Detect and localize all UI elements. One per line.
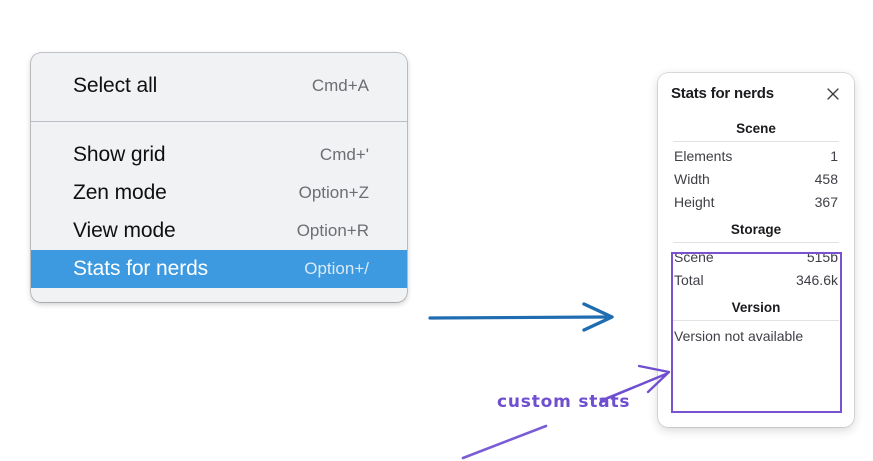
context-menu[interactable]: Select all Cmd+A Show grid Cmd+' Zen mod…: [31, 53, 407, 302]
section-heading-scene: Scene: [736, 121, 776, 136]
stat-row-storage-total: Total 346.6k: [671, 268, 841, 291]
menu-item-shortcut: Cmd+A: [311, 76, 369, 95]
menu-group-2: Show grid Cmd+' Zen mode Option+Z View m…: [31, 122, 407, 302]
stat-row-elements: Elements 1: [671, 144, 841, 167]
menu-divider: [31, 121, 407, 122]
stat-key: Total: [674, 271, 704, 288]
stat-row-storage-scene: Scene 515b: [671, 245, 841, 268]
stat-row-height: Height 367: [671, 190, 841, 213]
stat-row-width: Width 458: [671, 167, 841, 190]
menu-item-select-all[interactable]: Select all Cmd+A: [31, 67, 407, 105]
stat-key: Elements: [674, 147, 733, 164]
stat-value: 515b: [806, 248, 838, 265]
stat-value: 1: [830, 147, 838, 164]
version-value: Version not available: [674, 328, 804, 344]
menu-item-label: View mode: [73, 219, 176, 242]
menu-item-show-grid[interactable]: Show grid Cmd+': [31, 136, 407, 174]
menu-item-stats-for-nerds[interactable]: Stats for nerds Option+/: [31, 250, 407, 288]
panel-header: Stats for nerds: [671, 85, 841, 102]
stats-for-nerds-panel: Stats for nerds Scene Elements 1 Width 4…: [658, 73, 854, 427]
section-heading-version: Version: [731, 300, 781, 315]
menu-item-shortcut: Option+Z: [298, 183, 369, 202]
stat-value: 346.6k: [795, 271, 838, 288]
menu-item-shortcut: Option+/: [304, 259, 369, 278]
menu-item-label: Stats for nerds: [73, 257, 209, 280]
section-divider: [673, 141, 839, 142]
section-heading-storage: Storage: [730, 222, 782, 237]
section-divider: [673, 242, 839, 243]
stat-value: 458: [814, 170, 838, 187]
stat-value: 367: [814, 193, 838, 210]
menu-item-view-mode[interactable]: View mode Option+R: [31, 212, 407, 250]
close-icon[interactable]: [825, 86, 841, 102]
menu-item-shortcut: Cmd+': [319, 145, 369, 164]
menu-group-1: Select all Cmd+A: [31, 53, 407, 121]
blue-arrow: [428, 302, 614, 332]
menu-item-label: Show grid: [73, 143, 166, 166]
panel-title: Stats for nerds: [671, 85, 774, 102]
menu-item-label: Zen mode: [73, 181, 167, 204]
stat-key: Height: [674, 193, 715, 210]
handwritten-annotation-custom-stats: custom stats: [497, 392, 631, 412]
stat-key: Width: [674, 170, 710, 187]
section-divider: [673, 320, 839, 321]
menu-item-label: Select all: [73, 74, 158, 97]
menu-item-shortcut: Option+R: [296, 221, 369, 240]
stat-key: Scene: [674, 248, 714, 265]
menu-bottom-spacer: [31, 288, 407, 302]
purple-underline-stroke: [461, 424, 548, 460]
menu-item-zen-mode[interactable]: Zen mode Option+Z: [31, 174, 407, 212]
